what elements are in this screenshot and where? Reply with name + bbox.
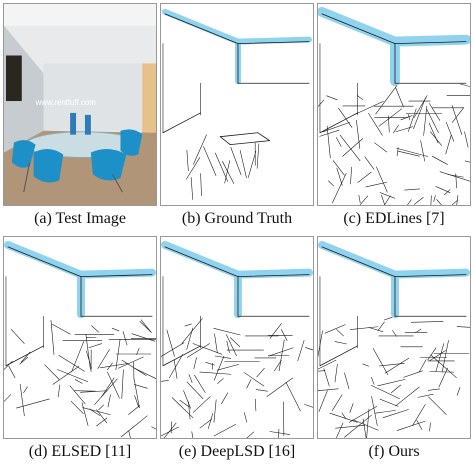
caption-edlines: (c) EDLines [7] (317, 210, 471, 228)
edlines-lines (317, 3, 471, 206)
test-image-photo: www.rentfuff.com (3, 3, 157, 206)
caption-elsed: (d) ELSED [11] (3, 443, 157, 461)
watermark-text: www.rentfuff.com (35, 98, 97, 107)
panel-elsed: (d) ELSED [11] (3, 236, 157, 468)
panel-edlines: (c) EDLines [7] (317, 3, 471, 235)
deeplsd-lines (160, 236, 314, 439)
caption-ground-truth: (b) Ground Truth (160, 210, 314, 228)
panel-deeplsd: (e) DeepLSD [16] (160, 236, 314, 468)
panel-test-image: www.rentfuff.com (a) Test Image (3, 3, 157, 235)
elsed-lines (3, 236, 157, 439)
ground-truth-lines (160, 3, 314, 206)
caption-test-image: (a) Test Image (3, 210, 157, 228)
caption-ours: (f) Ours (317, 443, 471, 461)
panel-ground-truth: (b) Ground Truth (160, 3, 314, 235)
panel-ours: (f) Ours (317, 236, 471, 468)
caption-deeplsd: (e) DeepLSD [16] (160, 443, 314, 461)
ours-lines (317, 236, 471, 439)
